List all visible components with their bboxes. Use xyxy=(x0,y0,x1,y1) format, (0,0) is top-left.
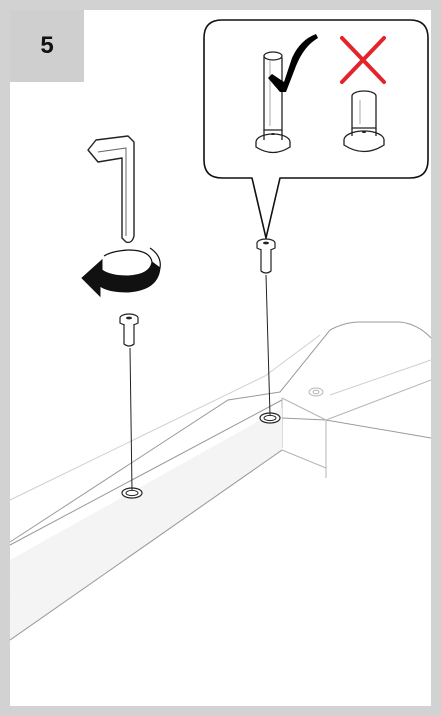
screw-hole-right xyxy=(259,412,281,424)
guide-line-right xyxy=(265,274,271,416)
step-badge: 5 xyxy=(10,10,84,82)
guide-line-left xyxy=(129,347,133,491)
long-screw-correct xyxy=(255,51,291,154)
step-number: 5 xyxy=(40,32,54,59)
rail-bottom-edge xyxy=(9,449,283,641)
rail-front-edge xyxy=(9,399,283,546)
counterclockwise-arrow-icon xyxy=(81,247,161,298)
cross-icon xyxy=(340,36,386,84)
checkmark-icon xyxy=(268,34,318,92)
short-screw-incorrect xyxy=(343,90,385,153)
callout-bubble xyxy=(203,19,429,239)
screw-icon xyxy=(119,313,139,347)
rail-front-shade xyxy=(10,408,282,640)
allen-key-icon xyxy=(87,135,135,244)
screw-icon-right xyxy=(256,238,276,274)
